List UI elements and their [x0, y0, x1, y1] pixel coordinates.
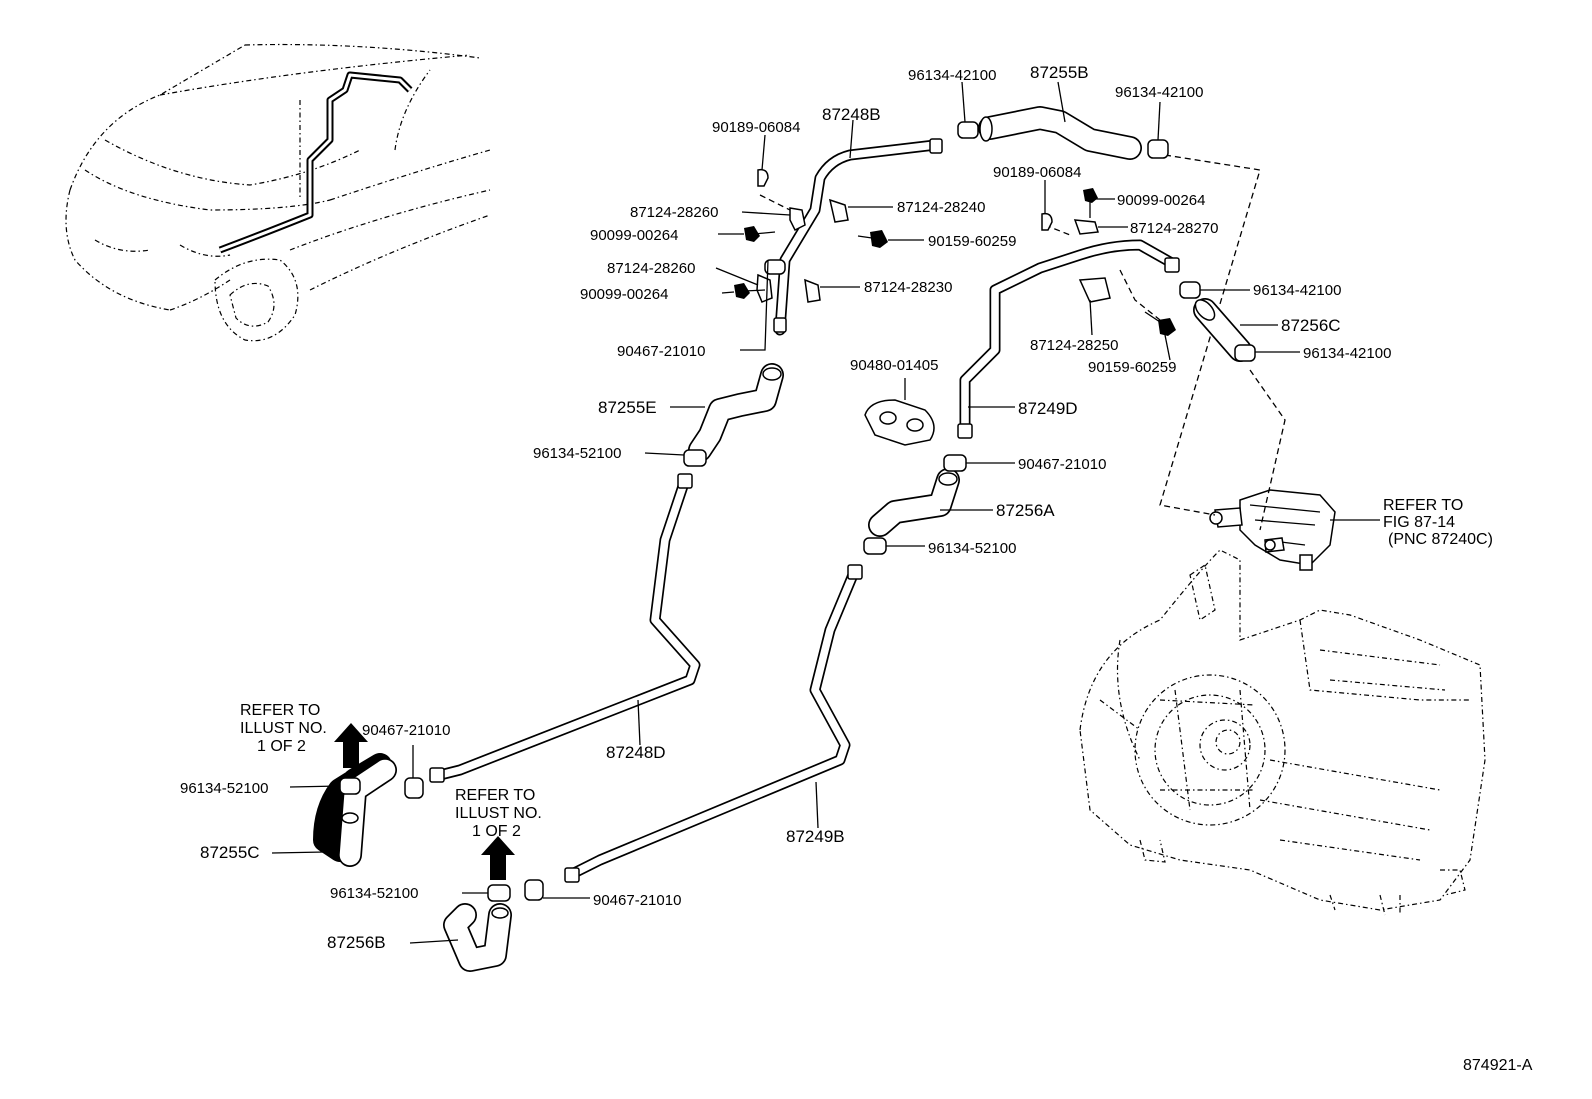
refer-arrows	[334, 723, 515, 880]
clamp-90467-21010-a	[764, 259, 786, 275]
fasteners	[734, 168, 1176, 336]
vehicle-overview-illustration	[65, 43, 491, 342]
label-96134-42100-a: 96134-42100	[908, 67, 996, 84]
label-90099-00264-b: 90099-00264	[580, 286, 668, 303]
label-96134-52100-d: 96134-52100	[330, 885, 418, 902]
screw-90099-00264-c	[1083, 188, 1098, 203]
hose-87256A	[868, 468, 960, 537]
clamp-87124-28260-a	[789, 207, 806, 232]
label-96134-42100-b: 96134-42100	[1115, 84, 1203, 101]
refer-illust-note-left: REFER TO ILLUST NO. 1 OF 2	[240, 702, 327, 755]
refer-fig-note: REFER TO FIG 87-14 (PNC 87240C)	[1383, 497, 1493, 548]
label-87256A: 87256A	[996, 501, 1055, 520]
pipe-87249B	[564, 564, 863, 883]
label-90467-21010-a: 90467-21010	[617, 343, 705, 360]
label-87249D: 87249D	[1018, 399, 1078, 418]
bolt-90159-60259-b	[1158, 318, 1176, 336]
label-90159-60259-a: 90159-60259	[928, 233, 1016, 250]
label-90189-06084-b: 90189-06084	[993, 164, 1081, 181]
clamp-87124-28240	[828, 198, 849, 223]
label-87124-28250: 87124-28250	[1030, 337, 1118, 354]
refer-fig-line-3: (PNC 87240C)	[1388, 531, 1493, 548]
refer-fig-line-2: FIG 87-14	[1383, 514, 1455, 531]
refer-illust-mid-line-3: 1 OF 2	[472, 823, 521, 840]
label-96134-52100-b: 96134-52100	[928, 540, 1016, 557]
grommet-90189-06084-b	[1041, 212, 1053, 231]
refer-illust-note-mid: REFER TO ILLUST NO. 1 OF 2	[455, 787, 542, 840]
clamp-96134-52100-c	[339, 777, 361, 795]
refer-illust-left-line-2: ILLUST NO.	[240, 720, 327, 737]
refer-illust-left-line-1: REFER TO	[240, 702, 320, 719]
label-87255E: 87255E	[598, 398, 657, 417]
clamp-90467-21010-d	[524, 879, 544, 901]
label-87248D: 87248D	[606, 743, 666, 762]
label-87124-28260-b: 87124-28260	[607, 260, 695, 277]
label-90480-01405: 90480-01405	[850, 357, 938, 374]
leader-lines	[271, 81, 1380, 944]
pipe-87248D	[429, 473, 701, 783]
refer-illust-mid-line-1: REFER TO	[455, 787, 535, 804]
label-87124-28260-a: 87124-28260	[630, 204, 718, 221]
clamp-87124-28230	[804, 278, 821, 303]
label-90189-06084-a: 90189-06084	[712, 119, 800, 136]
label-87124-28230: 87124-28230	[864, 279, 952, 296]
clamps	[339, 121, 1256, 902]
label-87124-28240: 87124-28240	[897, 199, 985, 216]
pipe-87249D	[957, 239, 1180, 439]
bolt-90159-60259-a	[870, 230, 888, 248]
hose-87256B	[443, 903, 512, 972]
clamp-90467-21010-b	[943, 454, 967, 472]
figure-id: 874921-A	[1463, 1057, 1533, 1074]
label-87256C: 87256C	[1281, 316, 1341, 335]
label-90467-21010-d: 90467-21010	[593, 892, 681, 909]
screw-90099-00264-a	[744, 226, 760, 242]
label-96134-52100-a: 96134-52100	[533, 445, 621, 462]
clamp-96134-52100-d	[487, 884, 511, 902]
hose-87255E	[688, 363, 784, 462]
label-90099-00264-a: 90099-00264	[590, 227, 678, 244]
clamp-87124-28250	[1078, 277, 1111, 303]
label-87255C: 87255C	[200, 843, 260, 862]
pipe-87248B	[773, 138, 943, 336]
water-valve-assembly	[1209, 489, 1336, 571]
label-96134-42100-c: 96134-42100	[1253, 282, 1341, 299]
grommet-90189-06084-a	[757, 168, 769, 187]
refer-fig-line-1: REFER TO	[1383, 497, 1463, 514]
clamp-96134-42100-a	[957, 121, 979, 139]
label-90467-21010-c: 90467-21010	[362, 722, 450, 739]
label-90159-60259-b: 90159-60259	[1088, 359, 1176, 376]
refer-illust-mid-line-2: ILLUST NO.	[455, 805, 542, 822]
part-labels: 96134-42100 87255B 96134-42100 90189-060…	[180, 63, 1391, 952]
arrow-mid-up	[481, 836, 515, 880]
clamp-87124-28270	[1073, 219, 1099, 235]
label-87249B: 87249B	[786, 827, 845, 846]
screw-90099-00264-b	[734, 283, 750, 299]
clamp-96134-52100-b	[863, 537, 887, 555]
hose-87255B	[978, 106, 1142, 160]
clamp-96134-42100-c	[1179, 281, 1201, 299]
label-90099-00264-c: 90099-00264	[1117, 192, 1205, 209]
clamp-96134-42100-d	[1234, 344, 1256, 362]
grommet-90480-01405	[864, 399, 935, 446]
refer-illust-left-line-3: 1 OF 2	[257, 738, 306, 755]
label-96134-42100-d: 96134-42100	[1303, 345, 1391, 362]
reference-dashed-lines	[759, 154, 1286, 531]
arrow-left-up	[334, 723, 368, 768]
label-96134-52100-c: 96134-52100	[180, 780, 268, 797]
hose-87256C	[1193, 298, 1252, 362]
label-87255B: 87255B	[1030, 63, 1089, 82]
clamp-90467-21010-c	[404, 777, 424, 799]
label-87256B: 87256B	[327, 933, 386, 952]
label-87124-28270: 87124-28270	[1130, 220, 1218, 237]
label-90467-21010-b: 90467-21010	[1018, 456, 1106, 473]
clamp-96134-52100-a	[683, 449, 707, 467]
clamp-87124-28260-b	[756, 273, 773, 303]
clamp-96134-42100-b	[1147, 139, 1169, 159]
label-87248B: 87248B	[822, 105, 881, 124]
heater-unit-assembly	[1079, 549, 1486, 916]
